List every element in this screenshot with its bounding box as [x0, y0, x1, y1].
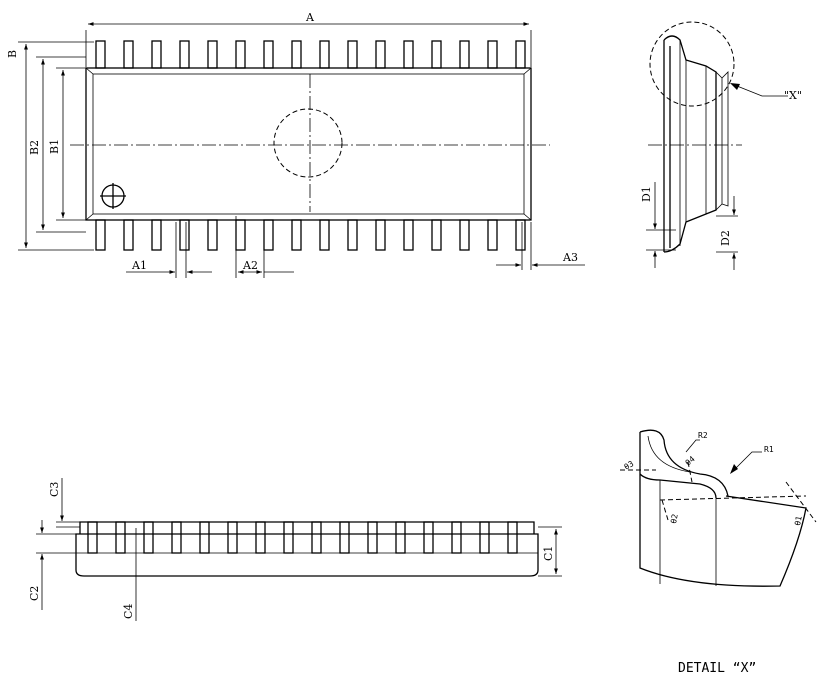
side-lead: [283, 521, 294, 554]
top-lead-lower: [179, 219, 190, 251]
side-lead: [199, 521, 210, 554]
top-view-lower-pins: [95, 219, 526, 251]
detail-x-callout-label: "X": [784, 89, 802, 102]
pin-one-indicator-icon: [100, 183, 126, 209]
detail-x-callout-circle: [649, 21, 735, 107]
top-lead-lower: [319, 219, 330, 251]
side-lead: [367, 521, 378, 554]
side-view-pins: [87, 521, 518, 554]
top-lead-upper: [235, 40, 246, 69]
dim-A2-label: A2: [242, 259, 258, 272]
side-lead: [507, 521, 518, 554]
top-lead-lower: [95, 219, 106, 251]
top-lead-lower: [151, 219, 162, 251]
detail-theta4-label: θ4: [684, 454, 697, 467]
top-lead-lower: [515, 219, 526, 251]
top-lead-upper: [179, 40, 190, 69]
dim-B2-label: B2: [28, 140, 41, 155]
dim-C4-label: C4: [122, 604, 135, 619]
top-lead-upper: [319, 40, 330, 69]
top-lead-upper: [95, 40, 106, 69]
top-lead-upper: [291, 40, 302, 69]
side-lead: [227, 521, 238, 554]
dim-D1-label: D1: [640, 186, 653, 202]
side-lead: [423, 521, 434, 554]
dim-B-label: B: [6, 50, 19, 58]
side-lead: [143, 521, 154, 554]
detail-R2-label: R2: [698, 431, 708, 440]
package-body-inner: [92, 73, 525, 215]
dim-A1-label: A1: [131, 259, 147, 272]
side-lead: [311, 521, 322, 554]
top-view-upper-pins: [95, 40, 526, 69]
dim-D2-label: D2: [719, 230, 732, 246]
side-lead: [115, 521, 126, 554]
side-lead: [451, 521, 462, 554]
side-lead: [87, 521, 98, 554]
top-lead-lower: [375, 219, 386, 251]
top-lead-lower: [263, 219, 274, 251]
end-view: "X" D1 D2: [640, 21, 802, 270]
detail-theta2-label: θ2: [669, 513, 680, 524]
dim-A-label: A: [305, 11, 315, 24]
top-lead-upper: [459, 40, 470, 69]
top-lead-lower: [403, 219, 414, 251]
ejector-pin-mark: [273, 108, 343, 178]
side-lead: [171, 521, 182, 554]
top-lead-lower: [347, 219, 358, 251]
side-lead: [395, 521, 406, 554]
top-lead-lower: [291, 219, 302, 251]
top-lead-upper: [207, 40, 218, 69]
top-lead-upper: [403, 40, 414, 69]
dim-B1-label: B1: [48, 139, 61, 154]
top-lead-upper: [375, 40, 386, 69]
top-lead-upper: [123, 40, 134, 69]
dim-C1-label: C1: [542, 546, 555, 561]
detail-x-view: R2 R1 θ3 θ4 θ2 θ1 DETAIL “X”: [620, 429, 817, 676]
top-lead-upper: [515, 40, 526, 69]
side-view: C3 C2 C1 C4: [28, 478, 562, 621]
top-lead-upper: [263, 40, 274, 69]
top-lead-lower: [431, 219, 442, 251]
top-lead-upper: [487, 40, 498, 69]
package-body-outer: [85, 67, 532, 221]
top-lead-upper: [347, 40, 358, 69]
top-lead-lower: [123, 219, 134, 251]
top-lead-lower: [207, 219, 218, 251]
detail-R1-label: R1: [764, 445, 774, 454]
dim-C2-label: C2: [28, 586, 41, 601]
detail-x-caption: DETAIL “X”: [678, 661, 756, 676]
top-lead-lower: [487, 219, 498, 251]
top-view: A B B2 B1 A1 A2 A3: [6, 11, 585, 278]
side-lead: [339, 521, 350, 554]
dim-A3-label: A3: [562, 251, 578, 264]
top-lead-lower: [235, 219, 246, 251]
side-lead: [479, 521, 490, 554]
top-lead-lower: [459, 219, 470, 251]
detail-theta3-label: θ3: [623, 459, 636, 472]
side-lead: [255, 521, 266, 554]
detail-theta1-label: θ1: [793, 515, 804, 526]
top-lead-upper: [151, 40, 162, 69]
dim-C3-label: C3: [48, 482, 61, 497]
top-lead-upper: [431, 40, 442, 69]
